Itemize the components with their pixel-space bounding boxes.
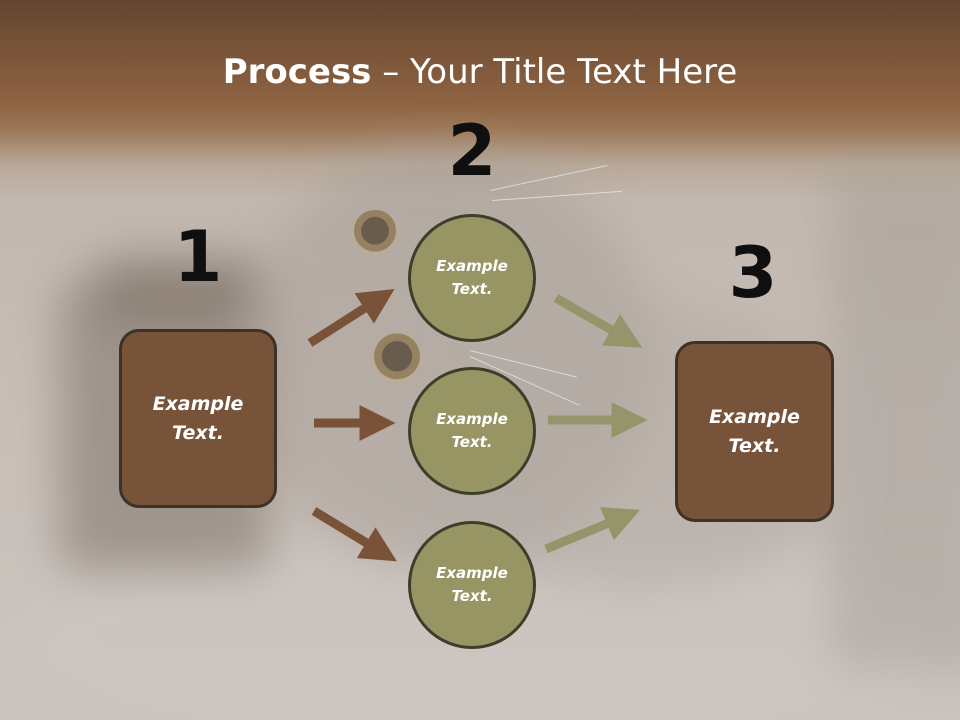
step-2-item-1: Example Text. <box>408 214 536 342</box>
background-cat-eye <box>350 210 400 256</box>
arrow-from-item-1 <box>553 294 643 348</box>
arrow-from-item-3 <box>544 507 641 554</box>
step-3-label: Example Text. <box>709 405 800 457</box>
background-photo-shelf <box>100 255 260 315</box>
step-2-item-2: Example Text. <box>408 367 536 495</box>
step-2-item-1-label: Example Text. <box>436 257 508 298</box>
slide-title: Process – Your Title Text Here <box>0 52 960 92</box>
title-bold: Process <box>222 52 372 92</box>
step-2-item-3: Example Text. <box>408 521 536 649</box>
step-2-item-2-label: Example Text. <box>436 410 508 451</box>
background-cat-eye <box>372 332 422 386</box>
step-1-box: Example Text. <box>119 329 277 508</box>
step-3-box: Example Text. <box>675 341 834 522</box>
arrow-to-item-1 <box>307 289 395 347</box>
title-rest: – Your Title Text Here <box>371 52 738 92</box>
step-1-label: Example Text. <box>152 392 244 444</box>
arrow-to-item-3 <box>311 507 397 562</box>
step-2-item-3-label: Example Text. <box>436 564 508 605</box>
step-number-2: 2 <box>447 110 497 192</box>
background-photo-right <box>830 170 960 670</box>
step-number-3: 3 <box>728 232 778 314</box>
step-number-1: 1 <box>173 216 223 298</box>
